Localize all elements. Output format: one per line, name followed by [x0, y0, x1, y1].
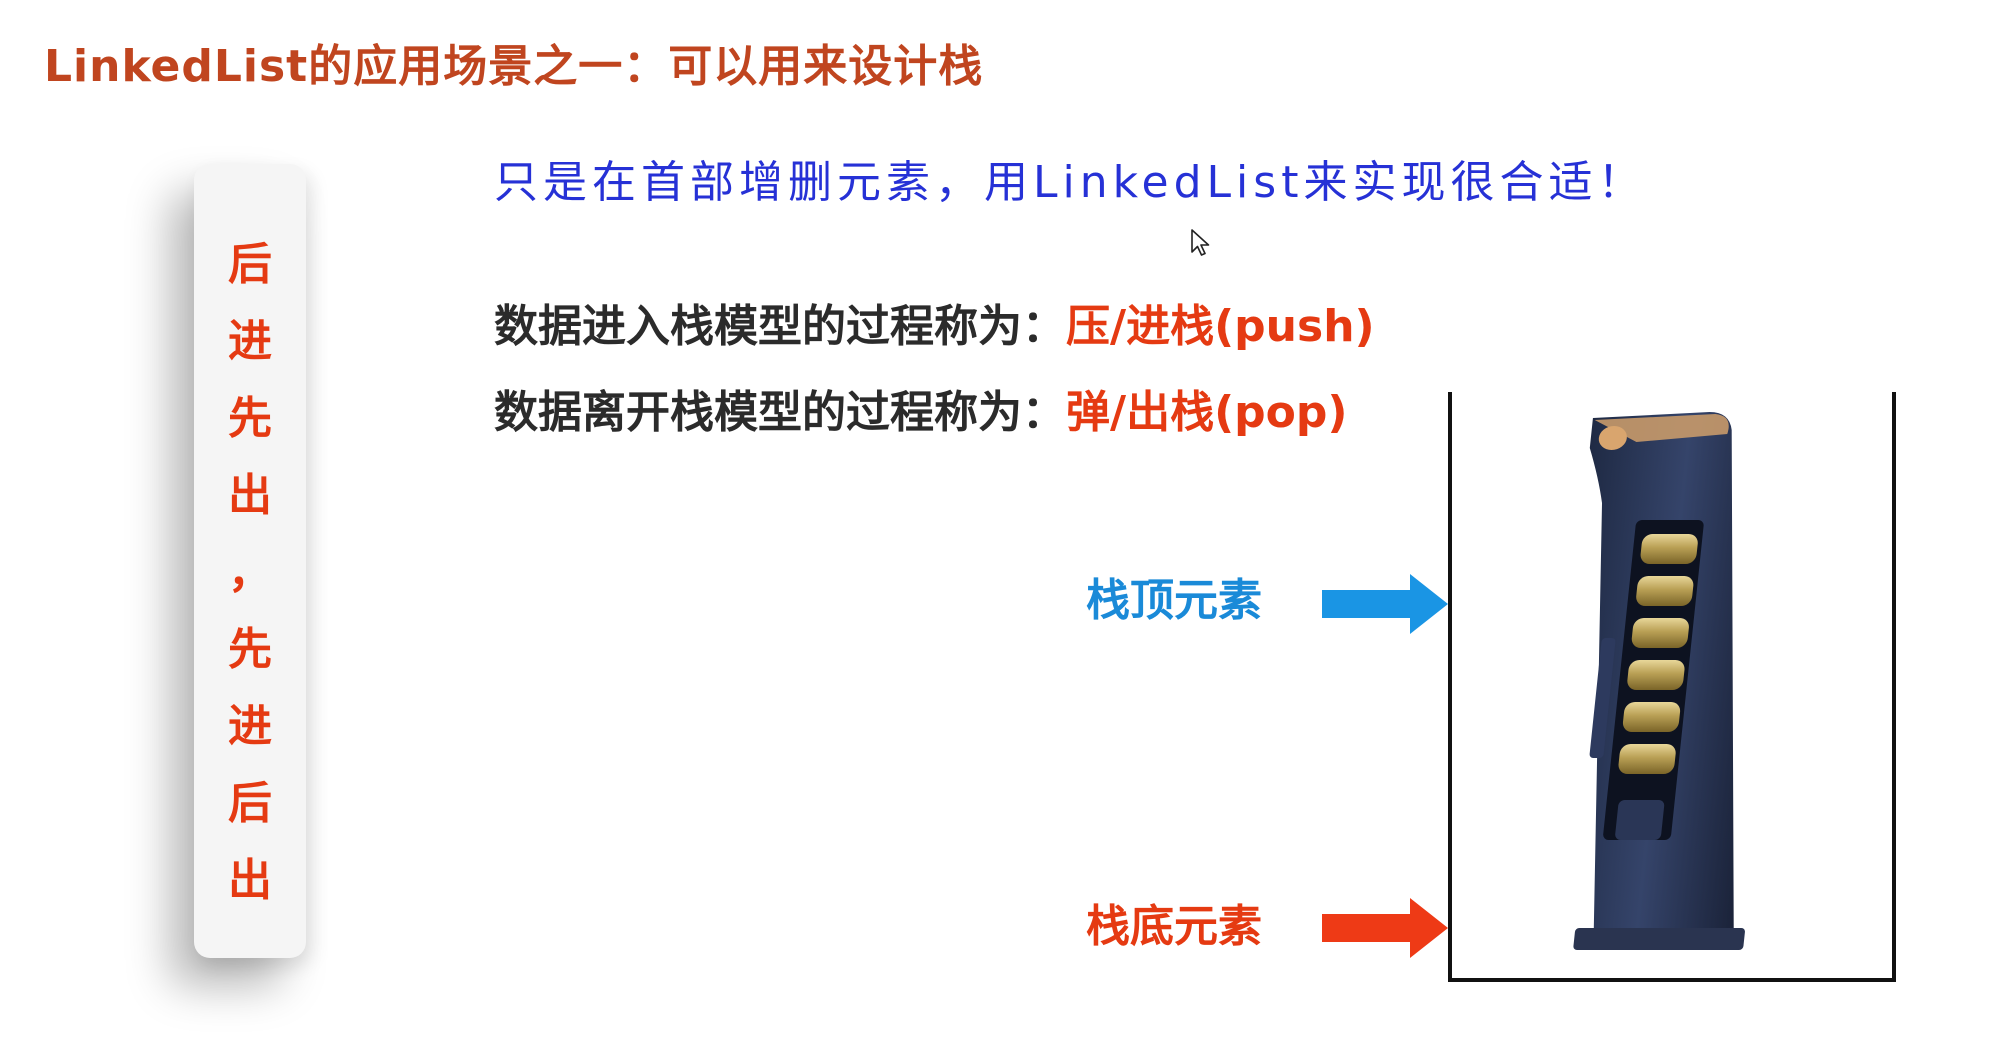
side-char: 出 — [228, 855, 272, 906]
stack-top-label: 栈顶元素 — [1086, 575, 1262, 626]
page-title: LinkedList的应用场景之一：可以用来设计栈 — [44, 41, 984, 92]
pop-definition-prefix: 数据离开栈模型的过程称为： — [494, 387, 1066, 438]
side-char: 后 — [228, 239, 272, 290]
side-char: 先 — [228, 393, 272, 444]
arrow-right-icon — [1322, 898, 1448, 958]
side-char: 进 — [228, 701, 272, 752]
pop-definition-term: 弹/出栈(pop) — [1066, 387, 1348, 438]
push-definition: 数据进入栈模型的过程称为：压/进栈(push) — [494, 290, 1375, 354]
side-char: 先 — [228, 624, 272, 675]
side-char: 进 — [228, 316, 272, 367]
handwritten-note: 只是在首部增删元素，用LinkedList来实现很合适！ — [494, 157, 1647, 208]
side-card: 后 进 先 出 ， 先 进 后 出 — [194, 164, 306, 958]
side-char: ， — [228, 547, 272, 598]
stack-bottom-label: 栈底元素 — [1086, 901, 1262, 952]
side-card-text: 后 进 先 出 ， 先 进 后 出 — [194, 226, 306, 919]
mouse-cursor-icon — [1191, 229, 1210, 256]
pop-definition: 数据离开栈模型的过程称为：弹/出栈(pop) — [494, 376, 1348, 440]
side-char: 出 — [228, 470, 272, 521]
push-definition-prefix: 数据进入栈模型的过程称为： — [494, 301, 1066, 352]
push-definition-term: 压/进栈(push) — [1066, 301, 1375, 352]
stack-container — [1448, 392, 1896, 982]
side-char: 后 — [228, 778, 272, 829]
magazine-image — [1573, 412, 1745, 950]
arrow-right-icon — [1322, 574, 1448, 634]
